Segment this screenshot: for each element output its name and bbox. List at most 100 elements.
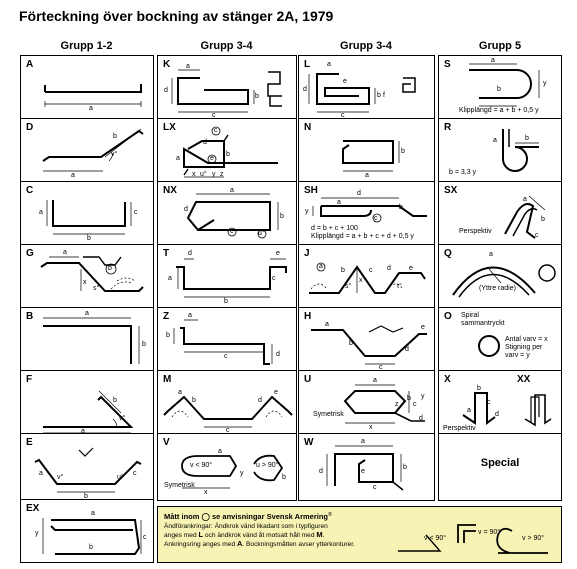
label-b: b <box>166 332 170 339</box>
label-e: e <box>276 250 280 257</box>
cell-shape-v: V v < 90° u > 90° a b x y Symetrisk <box>157 433 297 501</box>
label-b: b <box>280 213 284 220</box>
formula-klipplangd: Klipplängd = a + b + c + d + 0,5 y <box>311 233 414 240</box>
label-b: b <box>401 148 405 155</box>
label-perspektiv: Perspektiv <box>459 228 492 235</box>
label-v: v° <box>57 474 64 481</box>
label-d: d <box>495 411 499 418</box>
shape-b-drawing <box>21 308 154 372</box>
label-a: a <box>81 428 85 435</box>
shape-nx-drawing <box>158 182 297 246</box>
label-f: f <box>383 92 385 99</box>
shape-letter: R <box>444 122 452 133</box>
shape-letter: J <box>304 248 310 259</box>
label-e: e <box>343 78 347 85</box>
note-heading: Mått inom ◯ se anvisningar Svensk Armeri… <box>164 512 328 522</box>
label-b: b <box>224 298 228 305</box>
label-y: y <box>421 393 425 400</box>
label-symetrisk: Symetrisk <box>164 482 195 489</box>
label-b: b <box>87 235 91 242</box>
label-d: d <box>303 86 307 93</box>
label-d: d <box>405 346 409 353</box>
label-varv: varv = y <box>505 352 530 359</box>
shape-j-drawing <box>299 245 435 309</box>
label-c: c <box>379 364 383 371</box>
shape-s-drawing <box>439 56 562 120</box>
note-text: Mått inom ◯ se anvisningar Svensk Armeri… <box>164 511 374 550</box>
shape-letter: G <box>26 248 34 259</box>
shape-a-drawing <box>21 56 154 120</box>
shape-letter: SX <box>444 185 458 196</box>
label-c: c <box>224 353 228 360</box>
label-a: a <box>325 321 329 328</box>
label-a: a <box>373 377 377 384</box>
label-b: b <box>282 474 286 481</box>
label-s: s° <box>93 285 100 292</box>
label-c: c <box>369 267 373 274</box>
hook-angle-eq-90: v = 90° <box>478 529 501 536</box>
label-s: s° <box>345 283 352 290</box>
label-antal-varv: Antal varv = x <box>505 336 548 343</box>
shape-t-drawing <box>158 245 297 309</box>
shape-sh-drawing <box>299 182 435 246</box>
label-a: a <box>85 310 89 317</box>
shape-letter: F <box>26 374 33 385</box>
label-a: a <box>218 448 222 455</box>
label-x: x <box>204 489 208 496</box>
shape-letter: A <box>26 59 34 70</box>
cell-shape-f: F a b v° <box>20 370 154 435</box>
label-c: c <box>143 534 147 541</box>
label-x: x <box>192 171 196 178</box>
label-v: v° <box>119 415 126 422</box>
cell-shape-d: D a b v° <box>20 118 154 183</box>
label-sammantryckt: sammantryckt <box>461 320 505 327</box>
cell-shape-z: Z a b c d <box>157 307 297 372</box>
note-line-1: Ändförankringar: Ändkrok vänd likadant s… <box>164 522 328 530</box>
cell-shape-sh: SH a b c d y d = b + c + 100 Klipplängd … <box>298 181 435 246</box>
label-d: d <box>276 351 280 358</box>
cell-shape-lx: LX a b c d e x u° y z <box>157 118 297 183</box>
label-x: x <box>83 279 87 286</box>
label-v-angle: v < 90° <box>190 462 213 469</box>
shape-e-drawing <box>21 434 154 501</box>
label-a: a <box>188 312 192 319</box>
cell-shape-e: E a b c v° u° <box>20 433 154 501</box>
label-d: d <box>188 250 192 257</box>
shape-k-drawing <box>158 56 297 120</box>
label-b: b <box>477 385 481 392</box>
cell-shape-c: C a b c <box>20 181 154 246</box>
shape-ex-drawing <box>21 500 154 563</box>
shape-letter: SH <box>304 185 318 196</box>
cell-shape-o: O Spiral sammantryckt Antal varv = x Sti… <box>438 307 562 372</box>
label-b: b <box>192 397 196 404</box>
page-title: Förteckning över bockning av stänger 2A,… <box>19 8 334 24</box>
shape-letter: E <box>26 437 33 448</box>
shape-letter: Z <box>163 311 170 322</box>
label-symetrisk: Symetrisk <box>313 411 344 418</box>
label-x: x <box>369 424 373 431</box>
label-b: b <box>525 135 529 142</box>
hook-angle-gt-90: v > 90° <box>522 535 545 542</box>
label-d: d <box>387 265 391 272</box>
label-z: z <box>220 171 224 178</box>
shape-u-drawing <box>299 371 435 435</box>
special-label: Special <box>480 457 520 469</box>
label-b: b <box>84 493 88 500</box>
label-b: b <box>341 267 345 274</box>
label-a: a <box>491 57 495 64</box>
label-d: d <box>319 468 323 475</box>
cell-shape-t: T a b c d e <box>157 244 297 309</box>
label-d: d <box>203 139 207 146</box>
note-line-2: anges med L och ändkrok vänd åt motsatt … <box>164 530 325 539</box>
shape-x-drawing <box>439 371 562 435</box>
shape-r-drawing <box>439 119 562 183</box>
hook-angle-lt-90: v < 90° <box>424 535 447 542</box>
shape-sx-drawing <box>439 182 562 246</box>
shape-n-drawing <box>299 119 435 183</box>
shape-f-drawing <box>21 371 154 435</box>
shape-letter: N <box>304 122 312 133</box>
label-perspektiv: Perspektiv <box>443 425 476 432</box>
label-e: e <box>274 389 278 396</box>
formula-d: d = b + c + 100 <box>311 225 358 232</box>
cell-shape-ex: EX a b c y <box>20 499 154 563</box>
